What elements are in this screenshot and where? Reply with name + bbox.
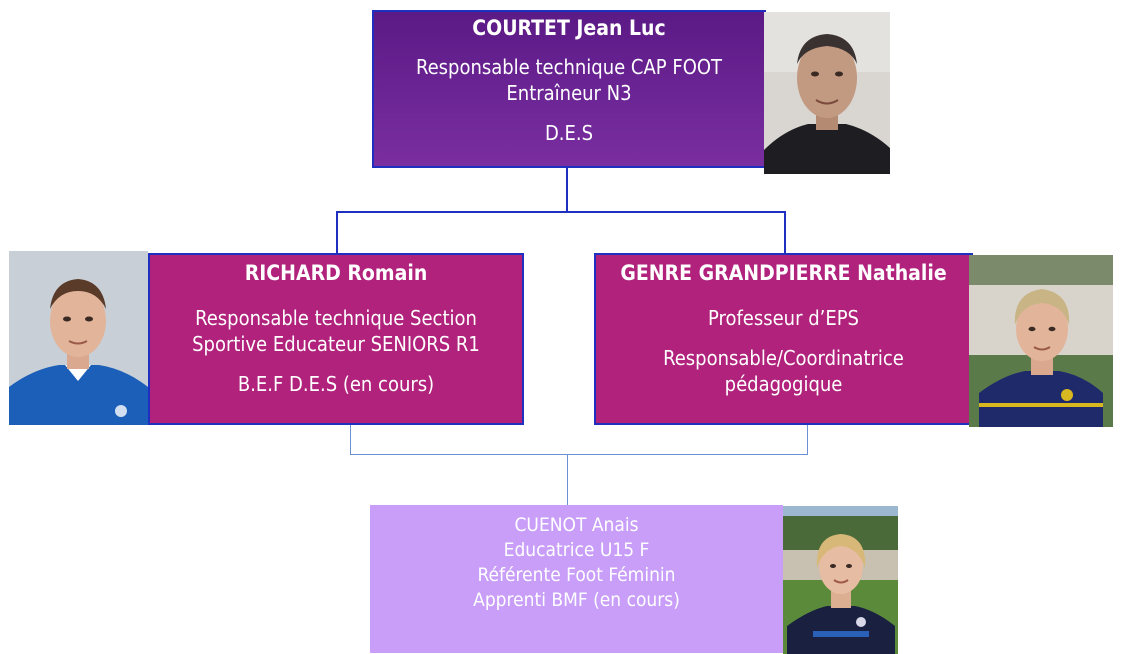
role-line: Responsable technique CAP FOOT (415, 55, 723, 79)
connector-left-drop (336, 211, 338, 253)
person-name: COURTET Jean Luc (472, 16, 666, 40)
org-box-genre-grandpierre: GENRE GRANDPIERRE Nathalie Professeur d’… (594, 253, 973, 425)
photo-genre-grandpierre (969, 255, 1113, 427)
org-box-cuenot: CUENOT Anais Educatrice U15 F Référente … (370, 505, 783, 653)
role-line: Sportive Educateur SENIORS R1 (192, 332, 480, 356)
diploma-line: B.E.F D.E.S (en cours) (237, 372, 435, 396)
diploma-line: Apprenti BMF (en cours) (473, 589, 680, 611)
connector-right-rise (807, 425, 808, 454)
photo-cuenot (783, 506, 898, 654)
diploma-line: D.E.S (544, 121, 594, 145)
connector-bottom-vertical (567, 454, 568, 505)
connector-right-drop (784, 211, 786, 253)
person-name: CUENOT Anais (514, 514, 639, 536)
connector-left-rise (350, 425, 351, 454)
role-line: Responsable/Coordinatrice (663, 346, 904, 370)
org-box-richard: RICHARD Romain Responsable technique Sec… (148, 253, 524, 425)
role-line: Educatrice U15 F (503, 539, 650, 561)
role-line: Responsable technique Section (195, 306, 477, 330)
photo-courtet (764, 12, 890, 174)
role-line: Entraîneur N3 (506, 81, 632, 105)
photo-richard (9, 251, 148, 425)
person-name: GENRE GRANDPIERRE Nathalie (620, 261, 947, 285)
connector-horizontal (336, 211, 786, 213)
role-line: Professeur d’EPS (708, 306, 859, 330)
org-box-courtet: COURTET Jean Luc Responsable technique C… (372, 10, 766, 168)
connector-top-vertical (566, 168, 568, 212)
connector-bottom-horizontal (350, 454, 808, 455)
role-line: Référente Foot Féminin (477, 564, 676, 586)
person-name: RICHARD Romain (244, 261, 428, 285)
role-line: pédagogique (724, 372, 843, 396)
